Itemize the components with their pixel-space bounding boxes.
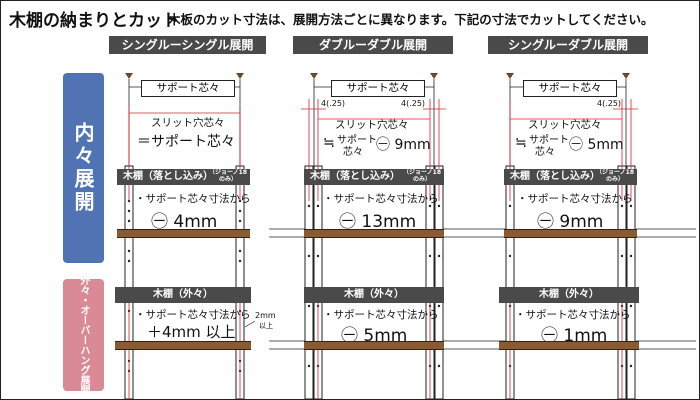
offset-label: 4(.25)	[321, 99, 346, 108]
column-header-single-double: シングルーダブル展開	[488, 36, 648, 54]
offset-label: 4(.25)	[597, 99, 622, 108]
clearance-suffix: 以上	[259, 322, 273, 330]
shelf-header-label: 木棚（落とし込み）	[123, 171, 213, 182]
slit-center-label: スリット穴芯々	[335, 119, 409, 131]
wood-shelf	[115, 341, 251, 350]
shelf-header-label: 木棚（落とし込み）	[510, 171, 600, 182]
shelf-header: 木棚（外々）	[304, 287, 444, 303]
offset-label: 4(.25)	[401, 99, 426, 108]
slit-formula: ＝サポート芯々	[137, 134, 235, 150]
cut-value: ㊀ 4mm	[151, 212, 218, 232]
cut-value: ㊀ 13mm	[339, 212, 417, 232]
slit-formula-value: ㊀ 5mm	[569, 137, 624, 153]
slit-formula-center: 芯々	[535, 147, 555, 158]
slit-formula-support: サポート	[529, 135, 569, 146]
page-title: 木棚の納まりとカット	[9, 11, 179, 31]
row-label-outer: 外々・オーバーハング展開	[63, 275, 104, 395]
support-center-label: サポート芯々	[523, 80, 617, 97]
slit-center-label: スリット穴芯々	[151, 117, 225, 129]
cut-instruction: ・サポート芯々寸法から	[323, 309, 439, 321]
support-center-label: サポート芯々	[141, 80, 235, 97]
cut-value: ㊀ 9mm	[537, 212, 604, 232]
column-header-double-double: ダブルーダブル展開	[293, 36, 453, 54]
page-subtitle: 木板のカット寸法は、展開方法ごとに異なります。下記の寸法でカットしてください。	[168, 12, 654, 27]
cut-instruction: ・サポート芯々寸法から	[135, 193, 251, 205]
slit-formula-support: サポート	[337, 135, 377, 146]
cut-instruction: ・サポート芯々寸法から	[135, 309, 251, 321]
approx-sign: ≒	[323, 135, 335, 151]
row-label-inner: 内々展開	[63, 73, 104, 263]
wood-shelf	[304, 229, 444, 238]
wood-shelf	[499, 341, 639, 350]
cut-instruction: ・サポート芯々寸法から	[517, 193, 633, 205]
slit-formula-center: 芯々	[343, 147, 363, 158]
cut-instruction: ・サポート芯々寸法から	[323, 193, 439, 205]
slit-formula-value: ㊀ 9mm	[376, 137, 431, 153]
support-center-label: サポート芯々	[331, 80, 425, 97]
shelf-header-label: 木棚（落とし込み）	[310, 171, 400, 182]
shelf-header: 木棚（外々）	[115, 287, 251, 303]
wood-shelf	[304, 341, 444, 350]
wood-shelf	[117, 229, 250, 238]
shelf-header: 木棚（外々）	[499, 287, 639, 303]
slit-center-label: スリット穴芯々	[528, 119, 602, 131]
column-header-single-single: シングルーシングル展開	[109, 36, 266, 54]
wood-shelf	[504, 229, 637, 238]
clearance-value: 2mm	[255, 311, 276, 320]
cut-value: ＋4mm 以上	[147, 323, 236, 341]
cut-instruction: ・サポート芯々寸法から	[515, 309, 631, 321]
approx-sign: ≒	[515, 135, 527, 151]
